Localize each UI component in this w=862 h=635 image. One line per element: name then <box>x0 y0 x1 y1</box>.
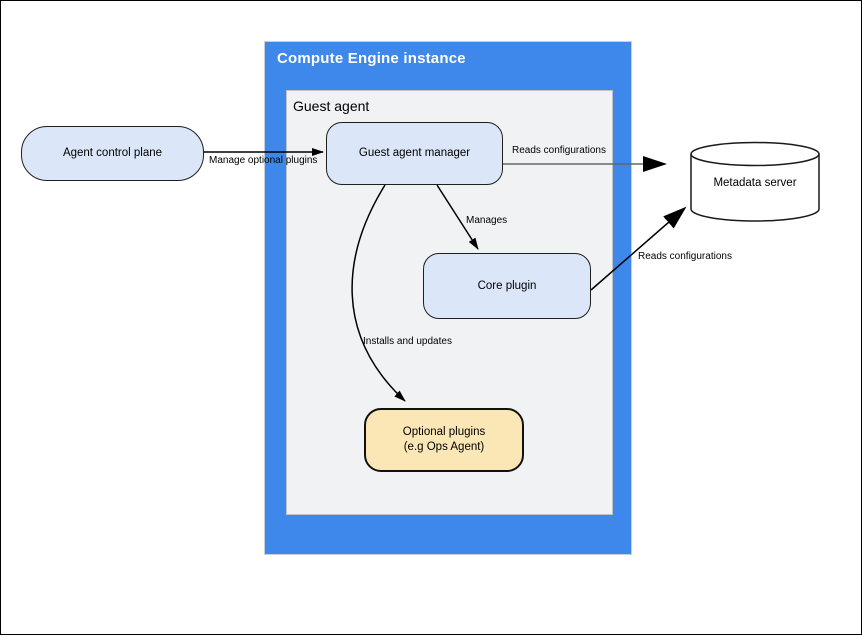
compute-engine-instance-title: Compute Engine instance <box>277 50 466 67</box>
metadata-server-cylinder <box>690 141 820 222</box>
node-metadata-server: Metadata server <box>690 141 820 223</box>
edge-label-installs-and-updates: Installs and updates <box>363 336 452 347</box>
node-agent-control-plane-label: Agent control plane <box>62 147 163 159</box>
node-optional-plugins: Optional plugins (e.g Ops Agent) <box>364 408 524 472</box>
node-optional-plugins-label-line1: Optional plugins <box>402 426 486 438</box>
edge-label-manages: Manages <box>466 215 508 226</box>
edge-manages-line <box>436 184 479 250</box>
node-agent-control-plane: Agent control plane <box>21 126 204 181</box>
node-core-plugin-label: Core plugin <box>477 279 537 292</box>
edge-installs-and-updates-curve <box>351 184 406 402</box>
edge-reads-configurations-core-line <box>590 206 687 291</box>
node-guest-agent-manager-label: Guest agent manager <box>358 147 471 159</box>
edge-label-reads-configurations-manager: Reads configurations <box>512 145 606 156</box>
node-core-plugin: Core plugin <box>423 253 591 319</box>
edge-label-manage-optional-plugins: Manage optional plugins <box>209 155 318 166</box>
node-optional-plugins-label-line2: (e.g Ops Agent) <box>403 441 485 453</box>
guest-agent-title: Guest agent <box>293 98 370 114</box>
node-guest-agent-manager: Guest agent manager <box>326 122 503 185</box>
node-metadata-server-label: Metadata server <box>713 177 797 189</box>
edge-label-reads-configurations-core: Reads configurations <box>638 251 732 262</box>
